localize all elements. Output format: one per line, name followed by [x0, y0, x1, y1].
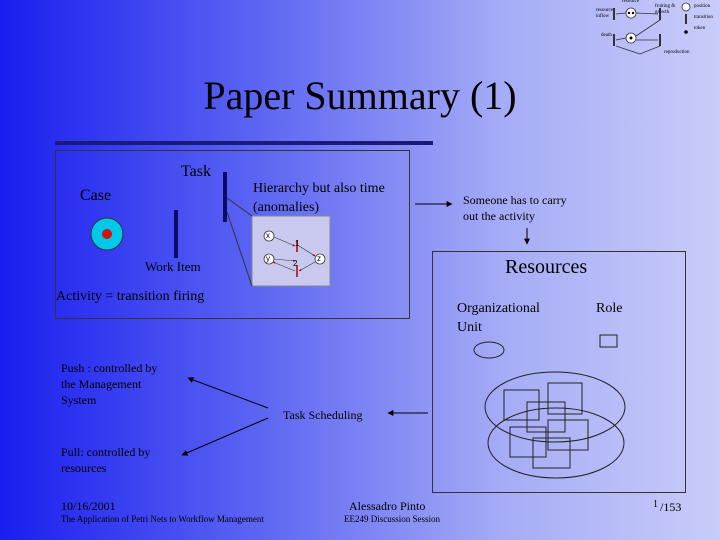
role-square [532, 437, 571, 469]
arrow-to-pull [181, 417, 269, 456]
resources-box [432, 251, 686, 493]
slide-title: Paper Summary (1) [203, 73, 517, 118]
subnet-place-x [263, 230, 275, 242]
subnet-label-t1: 1 [295, 239, 300, 248]
work-item-transition [174, 210, 178, 258]
case-label: Case [80, 187, 112, 204]
org-unit-line2: Unit [457, 320, 482, 335]
thumb-resource-label: resource [622, 0, 639, 4]
pull-line1: Pull: controlled by [61, 445, 151, 459]
zoom-line-top [226, 197, 253, 217]
hierarchy-label-line2: (anomalies) [253, 200, 320, 215]
org-unit-line1: Organizational [457, 301, 540, 316]
role-square [503, 389, 540, 421]
footer-course: The Application of Petri Nets to Workflo… [61, 514, 264, 524]
role-square [547, 419, 589, 451]
role-symbol [599, 334, 618, 348]
page-number: 1 [653, 499, 658, 510]
pull-line2: resources [61, 461, 107, 475]
case-token [102, 229, 112, 239]
push-line1: Push : controlled by [61, 361, 158, 375]
arrow-to-push [187, 377, 269, 409]
thumb-legend-token [684, 30, 688, 34]
task-scheduling-label: Task Scheduling [283, 408, 363, 422]
thumb-legend-token: token [694, 26, 706, 31]
thumb-growth-label: fruiting & growth [655, 4, 676, 15]
subnet-box [251, 215, 331, 287]
workflow-diagram-box [55, 150, 410, 319]
thumb-legend-place [681, 2, 691, 12]
org-unit-symbol [473, 341, 505, 359]
subnet-label-t2: 2 [293, 259, 298, 268]
footer-author: Alessadro Pinto [349, 499, 426, 513]
org-unit-ellipse-top [484, 371, 626, 443]
role-label: Role [596, 301, 623, 316]
task-transition [223, 172, 227, 222]
subnet-label-x: x [266, 231, 270, 240]
thumb-legend-transition: transition [694, 15, 713, 20]
thumb-legend-position: position [694, 4, 711, 9]
org-unit-ellipse-bottom [487, 407, 625, 479]
someone-line1: Someone has to carry [463, 193, 567, 207]
page-total: /153 [660, 500, 682, 514]
zoom-line-bottom [226, 211, 253, 287]
subnet-place-z [314, 253, 326, 265]
task-label: Task [181, 163, 211, 180]
someone-line2: out the activity [463, 209, 535, 223]
role-square [509, 426, 547, 458]
resources-title: Resources [505, 256, 588, 278]
work-item-label: Work Item [145, 259, 201, 274]
subnet-label-z: z [317, 254, 321, 263]
activity-label: Activity = transition firing [56, 289, 205, 304]
hierarchy-label-line1: Hierarchy but also time [253, 181, 385, 196]
push-line3: System [61, 393, 97, 407]
footer-session: EE249 Discussion Session [344, 514, 441, 524]
thumb-inflow-label: resource inflow [596, 8, 613, 19]
push-line2: the Management [61, 377, 142, 391]
subnet-label-y: y [266, 254, 270, 263]
thumb-reproduction-label: reproduction [664, 50, 690, 55]
thumb-death-label: death [601, 33, 612, 38]
title-underline [55, 141, 433, 145]
footer-date: 10/16/2001 [61, 499, 116, 513]
